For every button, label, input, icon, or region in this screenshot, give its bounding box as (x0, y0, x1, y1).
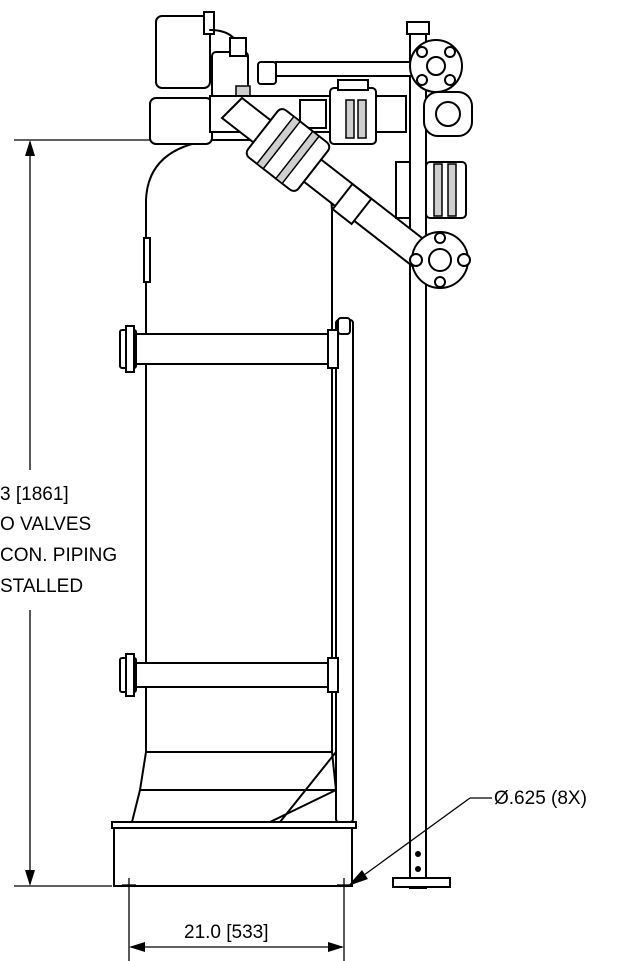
tank-stand (111, 317, 357, 887)
anchor-holes (122, 878, 351, 892)
manifold-blocks (395, 39, 473, 289)
arrowhead-bottom (25, 870, 35, 886)
side-valve (395, 161, 467, 219)
resin-tank (130, 139, 338, 823)
width-dimension-lines (128, 892, 345, 961)
mounting-post (392, 21, 451, 889)
bottom-manifold (409, 231, 471, 289)
height-note-line-2: O VALVES (0, 514, 92, 535)
height-note-line-3: CON. PIPING (0, 545, 118, 566)
height-note-line-4: STALLED (0, 576, 84, 597)
top-manifold (409, 39, 463, 93)
arrowhead-top (25, 140, 35, 156)
middle-manifold (423, 91, 473, 137)
hole-callout-leader (348, 797, 492, 886)
height-note-line-1: 3 [1861] (0, 484, 69, 505)
width-dimension-label: 21.0 [533] (184, 922, 269, 943)
hole-callout-label: Ø.625 (8X) (494, 788, 587, 809)
